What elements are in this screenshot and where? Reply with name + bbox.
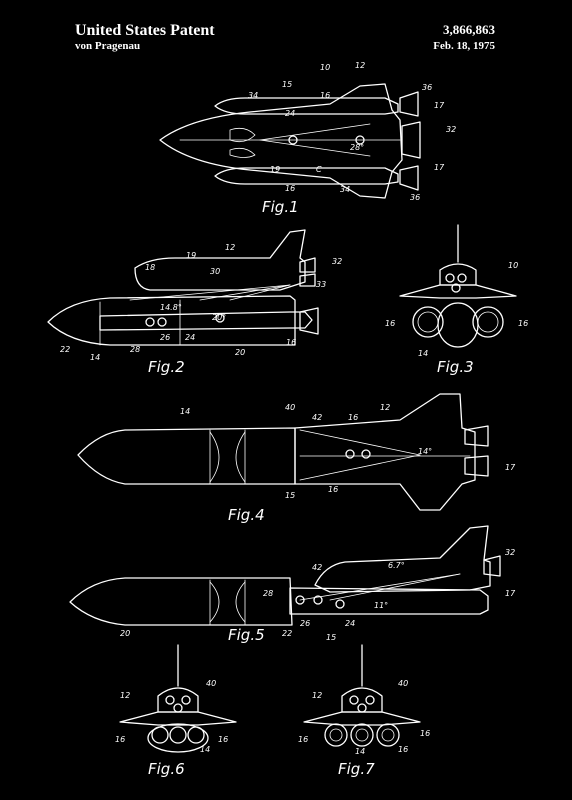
ref-numeral: 26: [300, 619, 310, 628]
ref-numeral: 12: [225, 243, 235, 252]
ref-numeral: 16: [348, 413, 358, 422]
fig4-drawing: 14 40 42 16 12 14° 17 15 16 Fig.4: [77, 393, 516, 524]
ref-numeral: 14: [418, 349, 428, 358]
ref-numeral: 16: [420, 729, 430, 738]
ref-numeral: 14: [355, 747, 365, 756]
ref-numeral: 10: [320, 63, 330, 72]
ref-numeral: 32: [332, 257, 342, 266]
ref-numeral: 16: [385, 319, 395, 328]
ref-numeral: 12: [120, 691, 130, 700]
ref-numeral: 17: [505, 463, 516, 472]
ref-numeral: 16: [518, 319, 528, 328]
ref-numeral: 18: [145, 263, 155, 272]
patent-title: United States Patent: [75, 22, 215, 39]
ref-numeral: 17: [434, 101, 445, 110]
ref-numeral: 15: [285, 491, 295, 500]
fig3-drawing: 10 16 16 14 Fig.3: [385, 224, 528, 376]
fig1-drawing: 10 12 15 16 34 24 36 17 32 28° 19 C 16 3…: [159, 61, 456, 216]
ref-numeral: 28: [263, 589, 273, 598]
ref-numeral: 42: [312, 413, 322, 422]
ref-numeral: 24: [345, 619, 355, 628]
ref-numeral: 14°: [418, 447, 432, 456]
ref-numeral: 32: [446, 125, 456, 134]
fig2-drawing: 12 19 18 30 32 33 14.8° 20° 22 14 28 26 …: [47, 229, 342, 376]
ref-numeral: 34: [248, 91, 258, 100]
ref-numeral: 14: [90, 353, 100, 362]
ref-numeral: 12: [312, 691, 322, 700]
fig6-drawing: 12 40 16 16 14 Fig.6: [115, 644, 237, 778]
ref-numeral: 16: [320, 91, 330, 100]
ref-numeral: 33: [316, 280, 326, 289]
fig5-drawing: 42 6.7° 32 28 11° 17 20 26 24 22 15 Fig.…: [69, 525, 516, 644]
ref-numeral: 16: [285, 184, 295, 193]
ref-numeral: 16: [328, 485, 338, 494]
ref-numeral: 16: [218, 735, 228, 744]
fig1-label: Fig.1: [262, 198, 299, 216]
patent-number: 3,866,863: [443, 22, 495, 37]
ref-numeral: 28°: [350, 143, 364, 152]
patent-date: Feb. 18, 1975: [433, 40, 495, 52]
ref-numeral: 14.8°: [160, 303, 182, 312]
ref-numeral: 17: [434, 163, 445, 172]
inventor-name: von Pragenau: [75, 40, 141, 52]
ref-numeral: 14: [200, 745, 210, 754]
ref-numeral: 24: [185, 333, 195, 342]
ref-numeral: 40: [398, 679, 408, 688]
ref-numeral: 16: [286, 338, 296, 347]
ref-numeral: 20: [120, 629, 130, 638]
ref-numeral: 16: [115, 735, 125, 744]
ref-numeral: 22: [60, 345, 70, 354]
ref-numeral: 19: [186, 251, 196, 260]
ref-numeral: 16: [298, 735, 308, 744]
ref-numeral: 17: [505, 589, 516, 598]
ref-numeral: 34: [340, 185, 350, 194]
ref-numeral: 32: [505, 548, 515, 557]
ref-numeral: 20: [235, 348, 245, 357]
ref-numeral: 42: [312, 563, 322, 572]
ref-numeral: 30: [210, 267, 220, 276]
ref-numeral: 6.7°: [388, 561, 405, 570]
ref-numeral: 12: [355, 61, 365, 70]
ref-numeral: 40: [285, 403, 295, 412]
ref-numeral: 15: [282, 80, 292, 89]
ref-numeral: C: [316, 165, 322, 174]
fig6-label: Fig.6: [148, 760, 185, 778]
fig4-label: Fig.4: [228, 506, 265, 524]
ref-numeral: 11°: [374, 601, 388, 610]
ref-numeral: 15: [326, 633, 336, 642]
ref-numeral: 20°: [212, 313, 226, 322]
ref-numeral: 19: [270, 165, 280, 174]
ref-numeral: 12: [380, 403, 390, 412]
ref-numeral: 28: [130, 345, 140, 354]
fig7-drawing: 12 40 16 16 14 16 Fig.7: [298, 644, 430, 778]
ref-numeral: 16: [398, 745, 408, 754]
ref-numeral: 40: [206, 679, 216, 688]
ref-numeral: 36: [410, 193, 420, 202]
fig7-label: Fig.7: [338, 760, 375, 778]
ref-numeral: 26: [160, 333, 170, 342]
ref-numeral: 24: [285, 109, 295, 118]
ref-numeral: 10: [508, 261, 518, 270]
ref-numeral: 22: [282, 629, 292, 638]
fig2-label: Fig.2: [148, 358, 185, 376]
ref-numeral: 36: [422, 83, 432, 92]
ref-numeral: 14: [180, 407, 190, 416]
fig5-label: Fig.5: [228, 626, 265, 644]
fig3-label: Fig.3: [437, 358, 474, 376]
